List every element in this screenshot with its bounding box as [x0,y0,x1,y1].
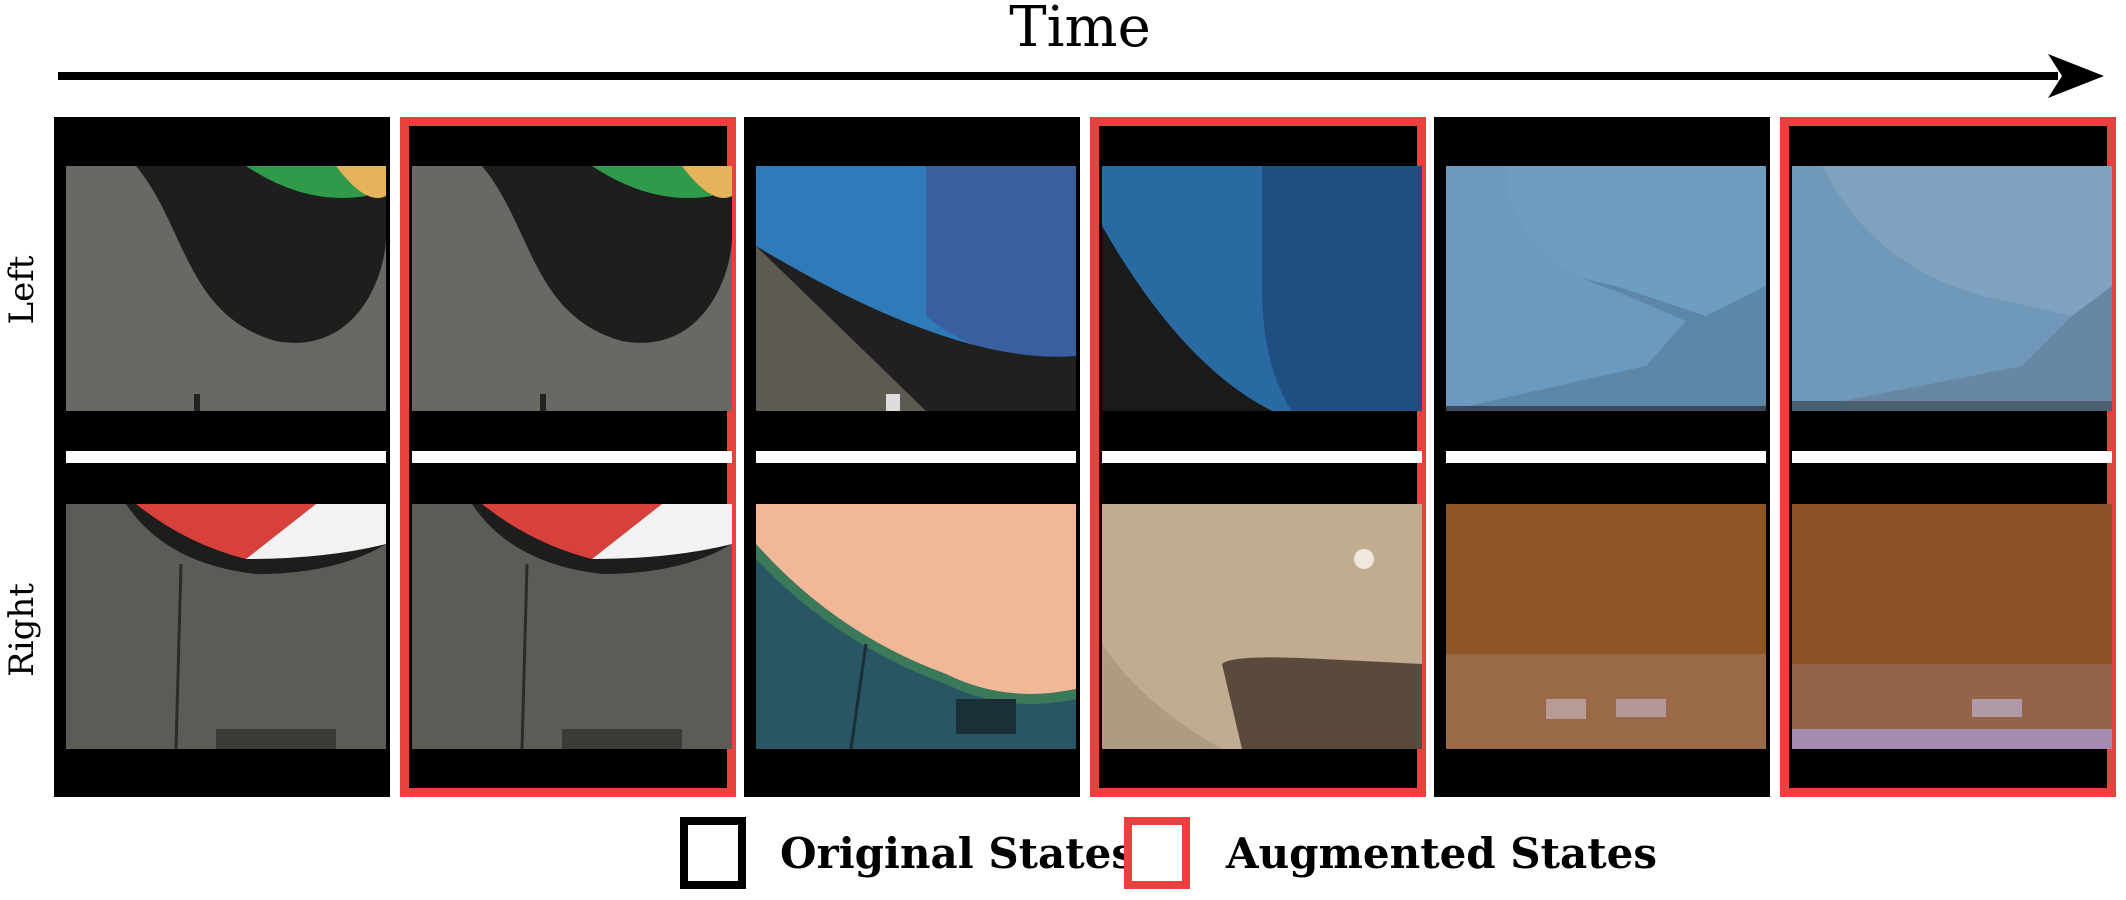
legend-augmented-swatch [1124,817,1190,889]
frame-3-right-image [756,504,1076,749]
frame-2-divider [412,451,732,463]
frame-3-original [744,117,1080,797]
frame-4-divider [1102,451,1422,463]
row-label-right: Right [2,583,42,677]
time-arrow [58,54,2104,98]
frame-2-left-image [412,166,732,411]
frame-1-divider [66,451,386,463]
frame-4-right-image [1102,504,1422,749]
frame-1-left-image [66,166,386,411]
frame-6-left-image [1792,166,2112,411]
row-label-left: Left [2,255,42,325]
legend: Original States Augmented States [0,815,2126,895]
frame-6-right-image [1792,504,2112,749]
legend-original-swatch [680,817,746,889]
frame-4-augmented [1090,117,1426,797]
frame-grid [54,117,2119,797]
frame-5-right-image [1446,504,1766,749]
frame-6-augmented [1780,117,2116,797]
frame-3-left-image [756,166,1076,411]
frame-5-divider [1446,451,1766,463]
frame-4-left-image [1102,166,1422,411]
frame-5-left-image [1446,166,1766,411]
frame-6-divider [1792,451,2112,463]
frame-1-original [54,117,390,797]
frame-2-augmented [400,117,736,797]
frame-2-right-image [412,504,732,749]
time-title: Time [1009,0,1151,60]
frame-5-original [1434,117,1770,797]
legend-original-label: Original States [780,829,1136,878]
legend-augmented-label: Augmented States [1226,829,1658,878]
frame-1-right-image [66,504,386,749]
frame-3-divider [756,451,1076,463]
